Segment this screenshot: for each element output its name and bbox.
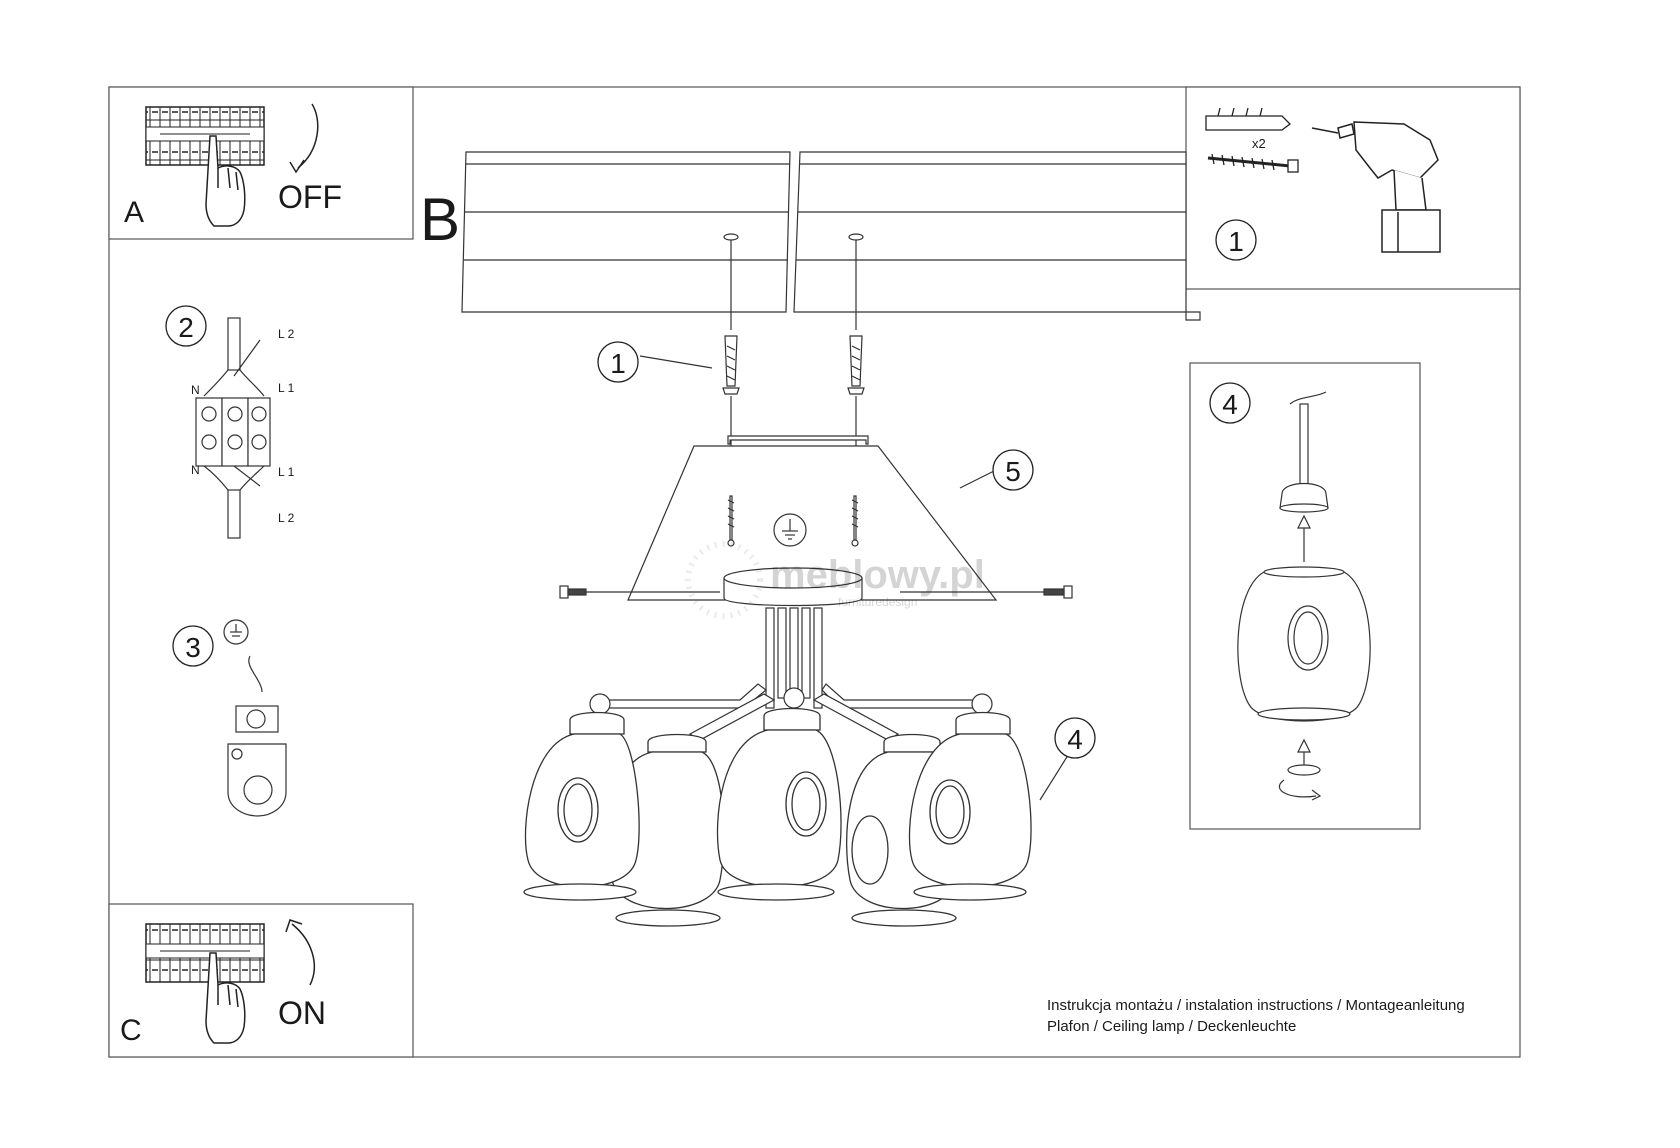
shade-detail-panel: 4 (1189, 362, 1421, 830)
wire-n-top-label: N (191, 383, 200, 397)
caption-subtitle: Plafon / Ceiling lamp / Deckenleuchte (1047, 1018, 1297, 1035)
state-off-label: OFF (278, 179, 342, 215)
wire-l2-top-label: L 2 (278, 327, 295, 341)
breaker-panel-icon (145, 106, 265, 166)
quantity-label: x2 (1252, 136, 1266, 151)
shades (523, 707, 1032, 927)
number-badge (165, 305, 207, 347)
wire-l2-bottom-label: L 2 (278, 511, 295, 525)
number-badge (1215, 219, 1257, 261)
watermark-tagline: furnituredesign (838, 595, 917, 609)
lamp-body (589, 567, 993, 741)
shade (908, 711, 1032, 901)
wiring-number: 2 (178, 312, 194, 343)
wiring-diagram (165, 305, 271, 539)
dowels (722, 240, 865, 470)
shades-number: 4 (1067, 724, 1083, 755)
wire-l1-top-label: L 1 (278, 381, 295, 395)
step-c-panel: C ON (108, 903, 414, 1058)
number-badge (1054, 717, 1096, 759)
watermark-brand: meblowy.pl (770, 553, 985, 597)
number-badge (597, 341, 639, 383)
earth-symbol-icon (773, 513, 807, 547)
screw-icon (1207, 153, 1299, 173)
wall-plug-icon (1205, 107, 1291, 131)
side-screws (559, 585, 1073, 599)
dowel-number: 1 (610, 348, 626, 379)
number-badge (992, 449, 1034, 491)
watermark-logo: meblowy.pl furnituredesign (685, 541, 985, 619)
number-badge (172, 625, 214, 667)
shade-detail-number: 4 (1222, 389, 1238, 420)
hand-icon (205, 952, 246, 1044)
wire-l1-bottom-label: L 1 (278, 465, 295, 479)
canopy-number: 5 (1005, 456, 1021, 487)
arrow-down-curved-icon (289, 103, 319, 174)
step-a-panel: A OFF (108, 86, 414, 240)
earth-connection (172, 619, 287, 817)
socket-assembly (1237, 391, 1371, 801)
drill-icon (1311, 121, 1441, 253)
canopy (627, 435, 998, 601)
state-on-label: ON (278, 995, 326, 1031)
step-b-letter: B (420, 186, 460, 253)
caption: Instrukcja montażu / instalation instruc… (1047, 995, 1465, 1037)
shade (523, 711, 640, 901)
earth-number: 3 (185, 632, 201, 663)
ceiling (461, 151, 1201, 321)
tools-panel: x2 1 (1185, 86, 1521, 290)
breaker-panel-icon (145, 923, 265, 983)
wire-n-bottom-label: N (191, 463, 200, 477)
step-a-letter: A (124, 196, 144, 229)
shade (716, 707, 842, 901)
caption-title: Instrukcja montażu / instalation instruc… (1047, 997, 1465, 1014)
tools-number: 1 (1228, 226, 1244, 257)
outer-frame (108, 86, 1521, 1058)
step-c-letter: C (120, 1014, 142, 1047)
arrow-up-curved-icon (285, 919, 315, 986)
hand-icon (205, 135, 246, 227)
number-badge (1209, 382, 1251, 424)
